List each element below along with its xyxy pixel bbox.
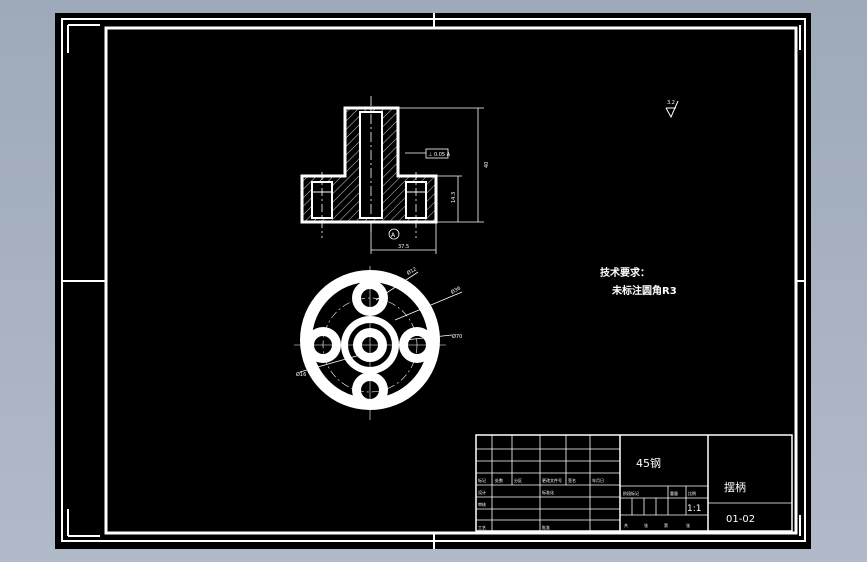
svg-text:年月日: 年月日 — [592, 477, 604, 483]
tech-requirements-title: 技术要求： — [600, 266, 650, 279]
dim-bore-text: Ø16 — [296, 371, 306, 378]
svg-text:分区: 分区 — [514, 477, 522, 483]
dim-outer-text: Ø70 — [452, 333, 462, 340]
svg-text:处数: 处数 — [495, 477, 503, 483]
svg-text:审核: 审核 — [478, 501, 486, 507]
svg-text:共: 共 — [624, 522, 628, 528]
dim-total-height-text: 40 — [484, 162, 490, 168]
dim-leaders — [299, 271, 463, 373]
tolerance-frame — [425, 148, 449, 159]
svg-text:重量: 重量 — [670, 490, 678, 496]
title-block-material: 45钢 — [636, 457, 661, 470]
svg-text:比例: 比例 — [688, 490, 696, 496]
dim-step-height-text: 14.3 — [451, 192, 457, 203]
datum-symbol — [388, 228, 400, 240]
top-view[interactable]: Ø12 Ø36 Ø70 Ø16 — [294, 266, 462, 420]
title-block-stage-labels: 阶段标记 重量 比例 — [623, 490, 696, 496]
svg-text:阶段标记: 阶段标记 — [623, 490, 639, 496]
svg-text:工艺: 工艺 — [478, 525, 486, 530]
tolerance-text: ⊥ 0.05 A — [428, 152, 451, 158]
svg-text:批准: 批准 — [542, 524, 550, 530]
datum-label: A — [391, 232, 396, 239]
svg-text:设计: 设计 — [478, 489, 486, 495]
svg-text:签名: 签名 — [568, 477, 576, 483]
title-block-sheet-labels: 共 张 第 张 — [624, 522, 690, 528]
svg-text:第: 第 — [664, 522, 668, 528]
title-block-drawing-number: 01-02 — [726, 514, 755, 525]
svg-text:标记: 标记 — [478, 477, 486, 483]
svg-text:张: 张 — [686, 522, 690, 528]
title-block-part-name: 摆柄 — [724, 480, 746, 494]
svg-text:张: 张 — [644, 522, 648, 528]
title-block[interactable] — [475, 434, 793, 532]
dim-hole-text: Ø12 — [406, 266, 418, 277]
title-block-header-labels: 标记 处数 分区 更改文件号 签名 年月日 — [478, 477, 604, 483]
title-block-scale: 1:1 — [687, 504, 701, 514]
dim-base-width-text: 37.5 — [398, 244, 409, 250]
dim-pcd-text: Ø36 — [450, 285, 462, 296]
surface-finish-value: 3.2 — [667, 100, 675, 106]
tech-requirements-line1: 未标注圆角R3 — [611, 284, 677, 297]
dimension-base-width — [370, 222, 437, 254]
title-block-row-labels: 设计 标准化 审核 工艺 批准 — [478, 489, 554, 530]
svg-text:更改文件号: 更改文件号 — [542, 477, 562, 483]
dimension-total-height — [398, 107, 484, 223]
top-view-centerlines — [294, 266, 446, 420]
binding-margin — [62, 13, 805, 549]
drawing-sheet — [55, 13, 811, 549]
surface-finish-symbol — [665, 100, 679, 119]
dimension-step-height — [436, 175, 462, 222]
svg-text:标准化: 标准化 — [542, 489, 554, 495]
front-section-view[interactable]: 40 14.3 ⊥ 0.05 A 37.5 A — [300, 96, 490, 254]
